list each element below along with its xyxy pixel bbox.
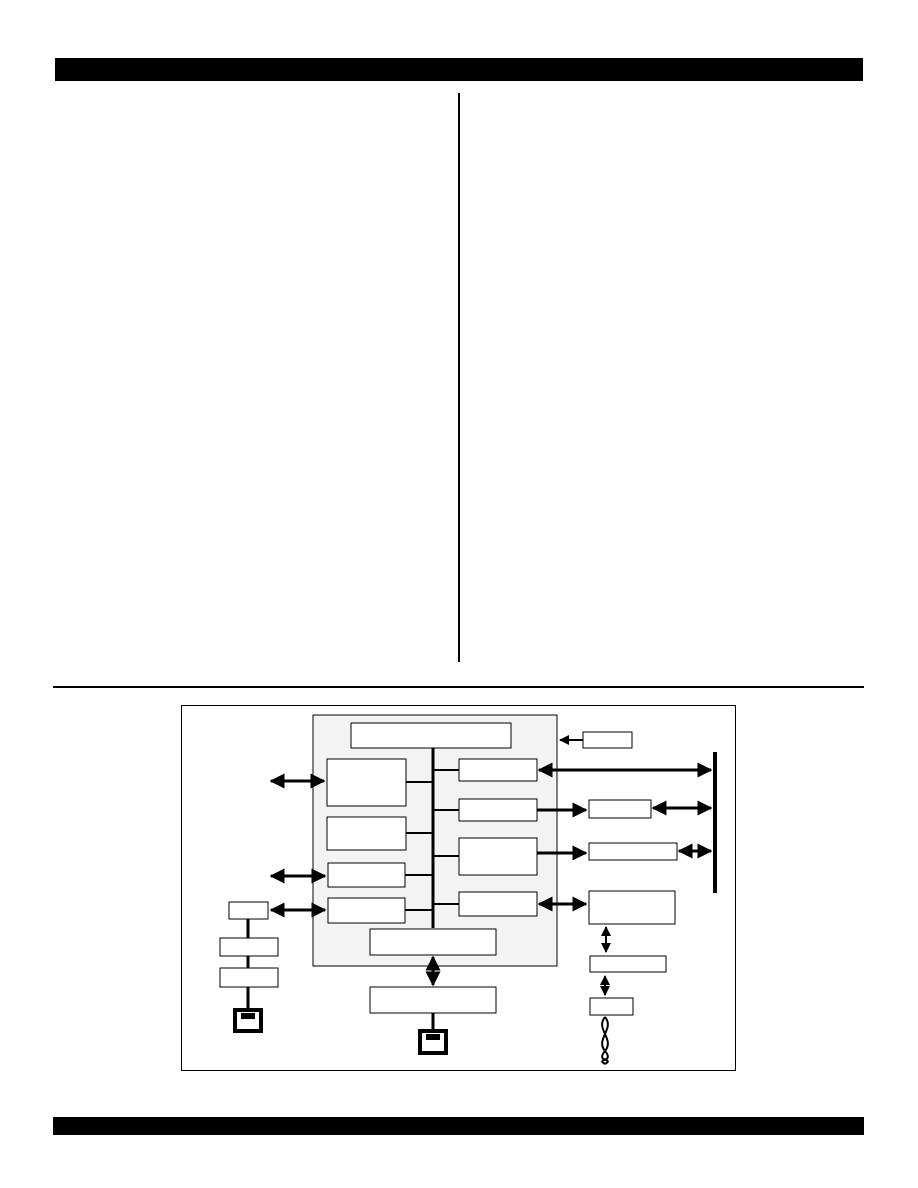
section-rule xyxy=(53,686,864,688)
header-bar xyxy=(55,58,863,81)
left-mid-box-1 xyxy=(219,937,279,957)
connector-jack-left-pin xyxy=(241,1013,255,1019)
right-column xyxy=(470,92,863,662)
bottom-outer-block xyxy=(369,986,497,1014)
left-block-2 xyxy=(326,816,407,851)
right-block-2 xyxy=(458,798,538,822)
periph-1 xyxy=(588,799,652,819)
left-block-4 xyxy=(327,897,406,924)
bottom-inner-block xyxy=(369,928,497,956)
left-block-3 xyxy=(327,862,406,888)
left-small-box xyxy=(228,901,269,920)
connector-jack-bottom-pin xyxy=(426,1034,440,1040)
block-diagram-svg xyxy=(219,714,717,1065)
twisted-pair-icon xyxy=(601,1016,609,1065)
column-divider xyxy=(458,93,460,662)
periph-5 xyxy=(589,997,634,1016)
footer-bar xyxy=(53,1117,864,1135)
block-diagram xyxy=(181,705,736,1071)
left-mid-box-2 xyxy=(219,967,279,988)
periph-3 xyxy=(588,890,676,925)
right-block-1 xyxy=(458,758,538,782)
periph-2 xyxy=(588,842,678,861)
top-bus-controller-block xyxy=(350,722,512,749)
right-block-3 xyxy=(458,837,538,876)
left-block-1 xyxy=(326,758,407,807)
ext-box-top xyxy=(582,731,633,749)
left-column xyxy=(55,92,450,662)
right-block-4 xyxy=(458,891,538,917)
periph-4 xyxy=(589,955,667,973)
